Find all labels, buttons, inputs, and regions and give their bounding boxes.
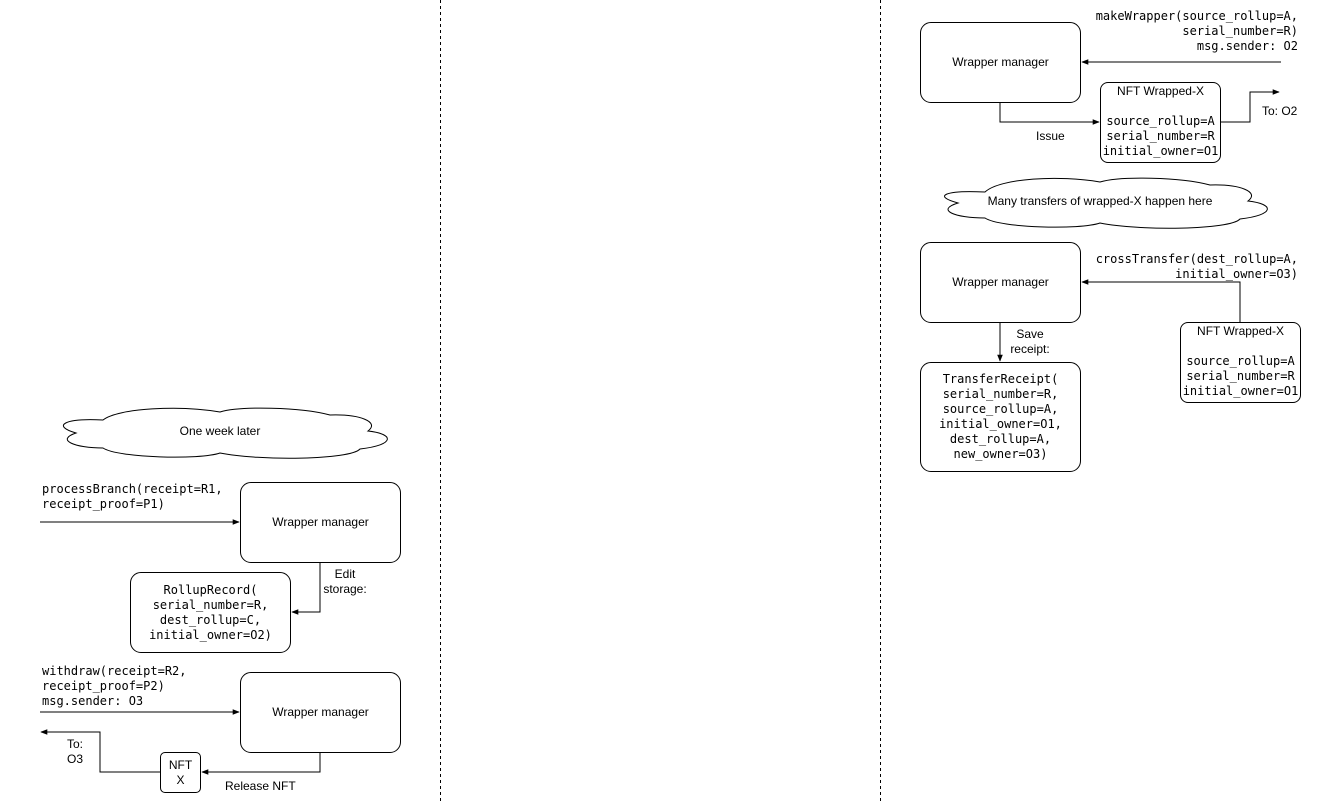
nft-wrapped-x-issued-title: NFT Wrapped-X bbox=[1117, 84, 1204, 98]
wrapper-manager-process-label: Wrapper manager bbox=[272, 515, 369, 529]
to-o3-arrow bbox=[40, 729, 160, 773]
wrapper-manager-process: Wrapper manager bbox=[240, 482, 401, 563]
cloud-transfers-text: Many transfers of wrapped-X happen here bbox=[987, 193, 1213, 208]
nft-wrapped-x-source: NFT Wrapped-X source_rollup=A serial_num… bbox=[1180, 322, 1301, 403]
edit-storage-label: Edit storage: bbox=[323, 567, 367, 596]
wrapper-manager-top-label: Wrapper manager bbox=[952, 55, 1049, 69]
to-o3-label: To: O3 bbox=[66, 737, 83, 766]
cross-transfer-call-label: crossTransfer(dest_rollup=A, initial_own… bbox=[1095, 252, 1298, 281]
to-o2-arrow bbox=[1220, 89, 1280, 123]
cloud-shape-week bbox=[62, 407, 388, 459]
withdraw-call-label: withdraw(receipt=R2, receipt_proof=P2) m… bbox=[42, 664, 187, 708]
make-wrapper-call-label: makeWrapper(source_rollup=A, serial_numb… bbox=[1095, 9, 1298, 53]
wrapper-manager-withdraw: Wrapper manager bbox=[240, 672, 401, 753]
edit-storage-arrow bbox=[291, 562, 321, 615]
cross-transfer-arrow bbox=[1081, 279, 1241, 322]
nft-x-box: NFT X bbox=[160, 752, 201, 793]
release-nft-arrow bbox=[201, 752, 321, 775]
release-nft-label: Release NFT bbox=[225, 779, 296, 793]
wrapper-manager-middle-label: Wrapper manager bbox=[952, 275, 1049, 289]
wrapper-manager-middle: Wrapper manager bbox=[920, 242, 1081, 323]
nft-wrapped-x-issued: NFT Wrapped-X source_rollup=A serial_num… bbox=[1100, 82, 1221, 163]
process-branch-call-label: processBranch(receipt=R1, receipt_proof=… bbox=[42, 482, 223, 511]
wrapper-manager-top: Wrapper manager bbox=[920, 22, 1081, 103]
save-receipt-label: Save receipt: bbox=[1010, 327, 1050, 356]
cloud-shape-transfers bbox=[944, 177, 1268, 229]
wrapper-manager-withdraw-label: Wrapper manager bbox=[272, 705, 369, 719]
rollup-record-box: RollupRecord( serial_number=R, dest_roll… bbox=[130, 572, 291, 653]
transfer-receipt-box: TransferReceipt( serial_number=R, source… bbox=[920, 362, 1081, 472]
issue-arrow bbox=[999, 102, 1100, 125]
nft-wrapped-x-source-title: NFT Wrapped-X bbox=[1197, 324, 1284, 338]
cloud-week-text: One week later bbox=[179, 423, 261, 438]
to-o2-label: To: O2 bbox=[1262, 104, 1298, 118]
issue-label: Issue bbox=[1036, 129, 1065, 143]
